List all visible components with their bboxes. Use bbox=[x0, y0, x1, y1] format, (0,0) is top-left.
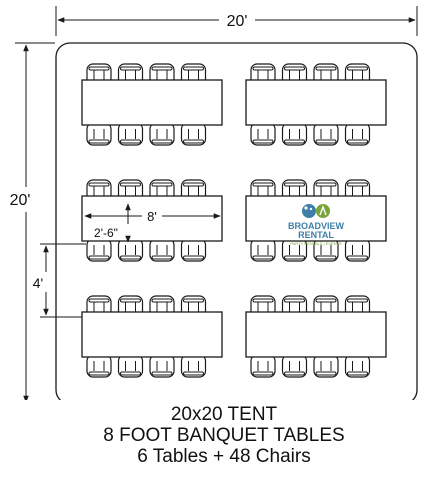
chair-bottom-2-3 bbox=[313, 122, 339, 146]
tent-outline bbox=[55, 42, 418, 400]
chair-bottom-6-3 bbox=[313, 354, 339, 378]
table-dimensions: 8' 2'-6" bbox=[84, 203, 221, 243]
chair-bottom-4-4 bbox=[344, 238, 371, 262]
chair-bottom-5-4 bbox=[180, 354, 207, 378]
banquet-table-2 bbox=[245, 79, 387, 126]
caption-counts: 6 Tables + 48 Chairs bbox=[137, 446, 311, 467]
chair-bottom-2-4 bbox=[344, 122, 371, 146]
chair-bottom-1-3 bbox=[149, 122, 175, 146]
logo-tagline: PARTY RENTALS | EVENTS bbox=[290, 241, 342, 246]
table-set-6 bbox=[245, 295, 387, 378]
chair-bottom-6-1 bbox=[250, 354, 276, 378]
chair-bottom-3-3 bbox=[149, 238, 175, 262]
banquet-table-5 bbox=[81, 311, 223, 358]
chair-bottom-1-4 bbox=[180, 122, 207, 146]
banquet-table-3 bbox=[81, 195, 223, 242]
width-dimension: 20' bbox=[55, 6, 418, 36]
chair-bottom-1-2 bbox=[117, 122, 144, 146]
caption: 20x20 TENT 8 FOOT BANQUET TABLES 6 Table… bbox=[0, 404, 448, 467]
table-set-2 bbox=[245, 63, 387, 146]
banquet-table-1 bbox=[81, 79, 223, 126]
depth-label: 20' bbox=[10, 192, 31, 209]
aisle-dimension: 4' bbox=[33, 243, 86, 318]
chair-bottom-4-3 bbox=[313, 238, 339, 262]
logo-name-line2: RENTAL bbox=[298, 230, 334, 240]
chair-bottom-2-2 bbox=[281, 122, 308, 146]
table-set-4 bbox=[245, 179, 387, 262]
chair-bottom-4-1 bbox=[250, 238, 276, 262]
width-label: 20' bbox=[227, 13, 248, 30]
chair-bottom-1-1 bbox=[86, 122, 112, 146]
chair-bottom-6-2 bbox=[281, 354, 308, 378]
chair-bottom-5-1 bbox=[86, 354, 112, 378]
aisle-label: 4' bbox=[33, 275, 43, 291]
table-length-label: 8' bbox=[147, 209, 157, 224]
chair-bottom-2-1 bbox=[250, 122, 276, 146]
caption-table-type: 8 FOOT BANQUET TABLES bbox=[103, 425, 345, 446]
chair-bottom-6-4 bbox=[344, 354, 371, 378]
chair-bottom-3-2 bbox=[117, 238, 144, 262]
chair-bottom-5-2 bbox=[117, 354, 144, 378]
depth-dimension: 20' bbox=[10, 42, 55, 400]
broadview-logo: BROADVIEW RENTAL PARTY RENTALS | EVENTS bbox=[288, 204, 345, 246]
chair-bottom-3-4 bbox=[180, 238, 207, 262]
furniture-layout bbox=[81, 63, 387, 378]
banquet-table-4 bbox=[245, 195, 387, 242]
banquet-table-6 bbox=[245, 311, 387, 358]
table-width-label: 2'-6" bbox=[94, 226, 118, 240]
logo-name-line1: BROADVIEW bbox=[288, 221, 345, 231]
table-set-1 bbox=[81, 63, 223, 146]
chair-bottom-3-1 bbox=[86, 238, 112, 262]
floor-plan: 20' 20' 4' 8' 2'-6" BROADVIEW RENTAL bbox=[10, 6, 418, 400]
table-set-3 bbox=[81, 179, 223, 262]
caption-tent-size: 20x20 TENT bbox=[170, 404, 278, 425]
logo-ball-icon bbox=[302, 204, 316, 218]
table-set-5 bbox=[81, 295, 223, 378]
chair-bottom-5-3 bbox=[149, 354, 175, 378]
